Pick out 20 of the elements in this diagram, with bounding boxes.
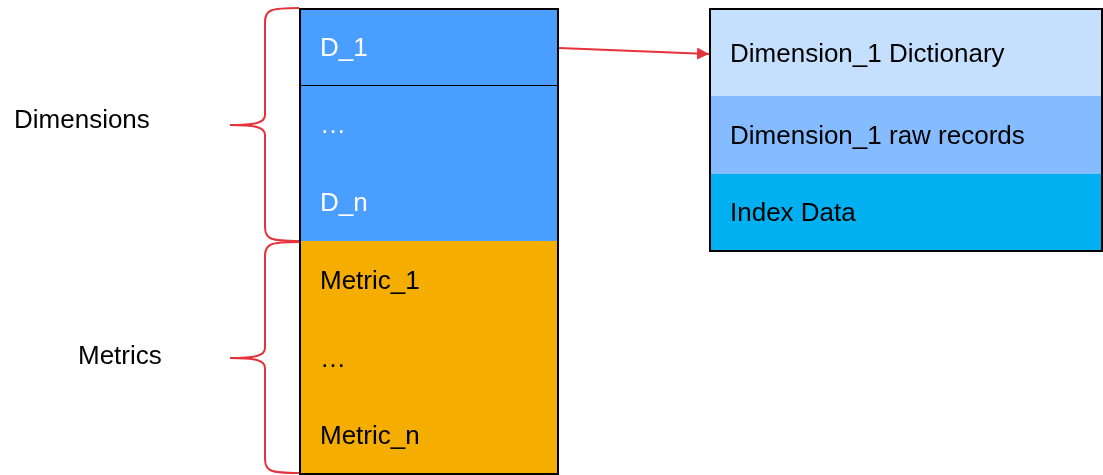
row-text: D_1 xyxy=(320,32,368,63)
brace-label: Metrics xyxy=(78,340,162,371)
table-row-box xyxy=(299,86,559,165)
row-text: D_n xyxy=(320,186,368,218)
table-row-box xyxy=(299,241,559,321)
table-row-box xyxy=(709,174,1103,252)
row-text: … xyxy=(320,342,346,374)
table-row-box xyxy=(709,8,1103,98)
row-text: Dimension_1 raw records xyxy=(730,119,1025,151)
brace-label: Dimensions xyxy=(14,104,150,135)
row-text: … xyxy=(320,109,346,140)
arrow xyxy=(558,47,710,60)
row-text: Metric_n xyxy=(320,419,420,451)
table-row-box xyxy=(299,8,559,87)
row-text: Metric_1 xyxy=(320,264,420,296)
row-text: Index Data xyxy=(730,196,856,228)
table-row-box xyxy=(299,397,559,475)
row-text: Dimension_1 Dictionary xyxy=(730,37,1005,69)
table-row-box xyxy=(299,163,559,243)
table-row-box xyxy=(709,96,1103,176)
